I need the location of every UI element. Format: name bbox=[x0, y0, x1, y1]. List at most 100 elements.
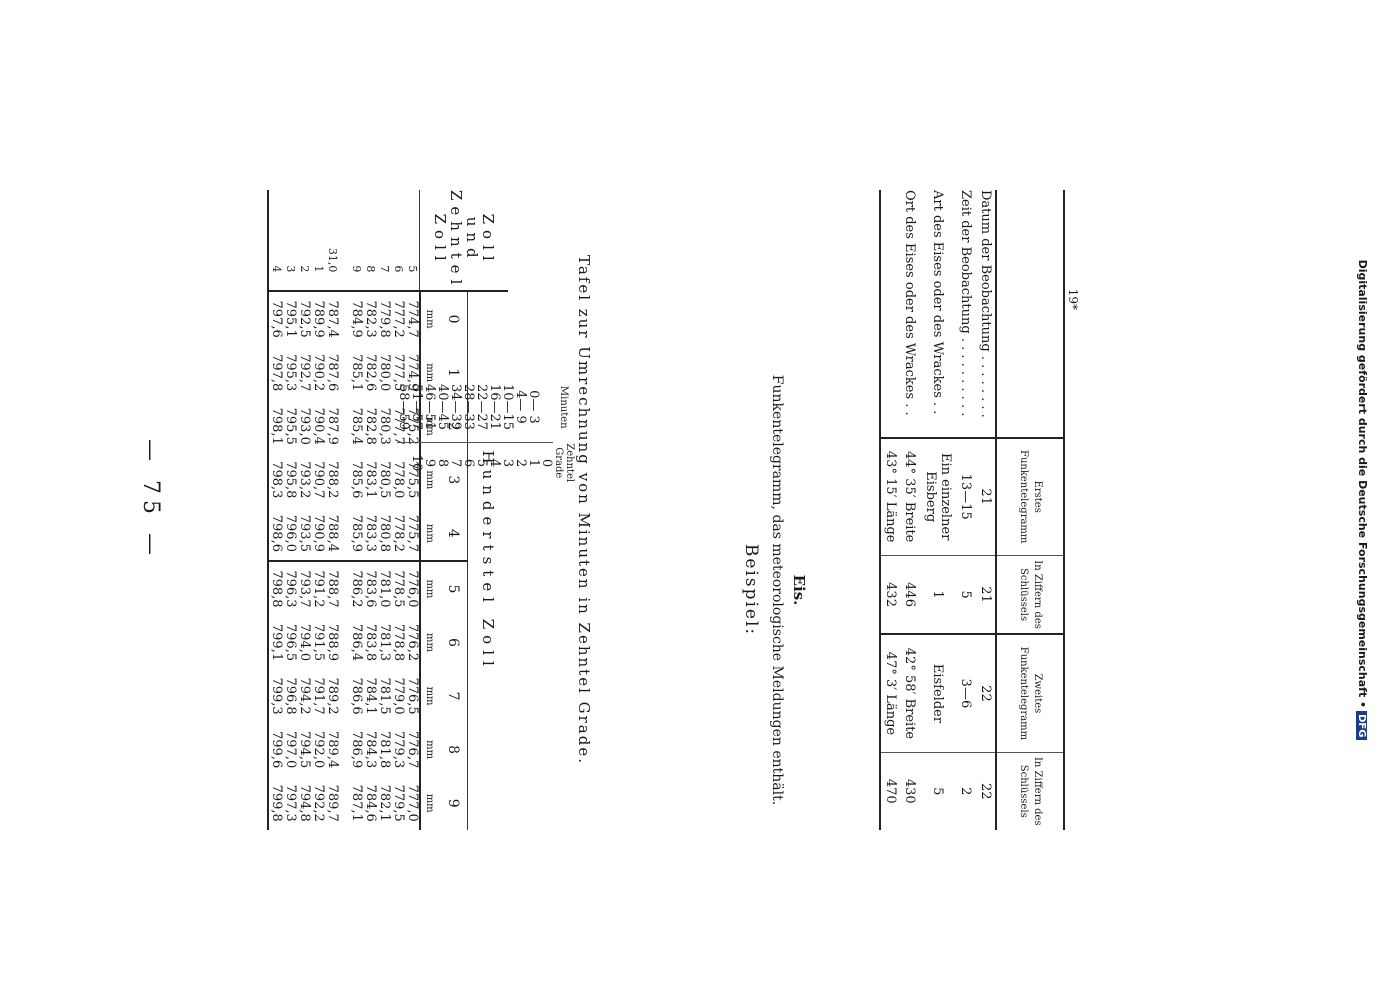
column-header: 5 bbox=[439, 561, 468, 616]
table-cell: 789,2 bbox=[325, 677, 340, 715]
tenths-cell: 3 bbox=[500, 458, 515, 468]
table-cell: 796,3 bbox=[283, 561, 298, 616]
table-cell: 792,0 bbox=[311, 731, 326, 769]
row-label: 3 bbox=[283, 190, 297, 292]
table-cell: 799,8 bbox=[268, 776, 284, 830]
example-cell: 43° 15′ Länge bbox=[880, 437, 900, 556]
row-label: Zeit der Beobachtung . . . . . . . . . . bbox=[958, 190, 974, 417]
signature-mark: 19* bbox=[1066, 288, 1080, 310]
example-cell: 5 bbox=[956, 555, 976, 635]
table-cell: 774,7 bbox=[405, 300, 420, 338]
row-label: 5 bbox=[405, 190, 420, 292]
table-cell: 778,8 bbox=[391, 623, 406, 662]
example-subtitle: Funkentelegramm, das meteorologische Mel… bbox=[769, 374, 785, 806]
table-cell: 786,6 bbox=[349, 677, 364, 715]
table-cell: 797,8 bbox=[268, 345, 284, 400]
tenths-cell: 8 bbox=[435, 458, 450, 468]
dfg-logo: DFG bbox=[1356, 711, 1367, 741]
example-cell: 13—15 bbox=[956, 437, 976, 556]
table-cell: 784,9 bbox=[349, 300, 364, 338]
row-label: 9 bbox=[349, 190, 363, 292]
tenths-cell: 5 bbox=[474, 458, 489, 468]
table-cell: 789,7 bbox=[325, 784, 340, 822]
table-cell: 798,6 bbox=[268, 506, 284, 562]
table-cell: 788,7 bbox=[325, 561, 340, 616]
example-category: Eis. bbox=[790, 574, 808, 606]
table-cell: 796,8 bbox=[283, 677, 298, 715]
table-cell: 792,2 bbox=[311, 784, 326, 822]
header-second-radiogram: Zweites Funkentelegramm bbox=[996, 634, 1064, 753]
tenths-cell: 6 bbox=[461, 458, 476, 468]
row-label: 6 bbox=[391, 190, 405, 292]
row-header: Zoll und Zehntel Zoll bbox=[420, 190, 508, 292]
table-cell: 783,1 bbox=[363, 461, 378, 499]
minutes-cell: 28—33 bbox=[461, 372, 476, 443]
column-header: 9 bbox=[445, 798, 461, 808]
table-cell: 791,5 bbox=[311, 623, 326, 662]
minutes-cell: 10—15 bbox=[500, 372, 515, 443]
tenths-cell: 0 bbox=[539, 458, 554, 468]
table-cell: 777,2 bbox=[391, 300, 406, 338]
table-cell: 793,0 bbox=[297, 407, 312, 445]
unit-label: mm bbox=[420, 669, 439, 723]
table-cell: 790,2 bbox=[311, 354, 326, 392]
minutes-cell: 0— 3 bbox=[526, 372, 541, 443]
unit-label: mm bbox=[420, 615, 439, 670]
table-cell: 776,0 bbox=[405, 561, 420, 616]
row-label: 1 bbox=[311, 190, 325, 292]
example-cell: 432 bbox=[880, 555, 900, 635]
table-cell: 788,2 bbox=[325, 461, 340, 499]
table-cell: 798,3 bbox=[268, 453, 284, 507]
table-cell: 785,1 bbox=[349, 354, 364, 392]
row-label: 4 bbox=[268, 190, 283, 292]
table-cell: 781,0 bbox=[377, 561, 392, 616]
unit-label: mm bbox=[420, 291, 439, 346]
example-cell: 21 bbox=[976, 555, 996, 635]
table-cell: 789,4 bbox=[325, 731, 340, 769]
table-cell: 797,6 bbox=[268, 291, 284, 346]
example-cell: 470 bbox=[880, 752, 900, 830]
example-cell: 22 bbox=[976, 634, 996, 753]
table-cell: 780,5 bbox=[377, 461, 392, 499]
example-cell: 1 bbox=[920, 555, 956, 635]
minutes-cell: 22—27 bbox=[474, 372, 489, 443]
table-cell: 778,2 bbox=[391, 514, 406, 552]
table-cell: 791,2 bbox=[311, 561, 326, 616]
row-label: 7 bbox=[377, 190, 391, 292]
table-cell: 781,5 bbox=[377, 677, 392, 715]
row-label: Datum der Beobachtung . . . . . . . . bbox=[978, 190, 993, 418]
table-cell: 778,5 bbox=[391, 561, 406, 616]
conversion-row: 22—27 5 bbox=[474, 372, 489, 483]
table-cell: 784,1 bbox=[363, 677, 378, 715]
example-cell: 47° 3′ Länge bbox=[880, 634, 900, 753]
table-cell: 796,5 bbox=[283, 623, 298, 662]
table-cell: 792,7 bbox=[297, 354, 312, 392]
table-cell: 790,9 bbox=[311, 514, 326, 552]
table-cell: 782,1 bbox=[377, 784, 392, 822]
table-cell: 782,8 bbox=[363, 407, 378, 445]
minutes-cell: 4— 9 bbox=[513, 372, 528, 443]
example-cell: 42° 58′ Breite bbox=[900, 634, 920, 753]
table-cell: 783,6 bbox=[363, 561, 378, 616]
example-cell: 3—6 bbox=[956, 634, 976, 753]
example-cell: Eisfelder bbox=[920, 634, 956, 753]
table-cell: 794,8 bbox=[297, 784, 312, 822]
digitization-credit: Digitalisierung gefördert durch die Deut… bbox=[1356, 10, 1369, 990]
table-cell: 790,4 bbox=[311, 407, 326, 445]
table-cell: 781,3 bbox=[377, 623, 392, 662]
page-number: — 75 — bbox=[138, 439, 163, 561]
table-cell: 783,8 bbox=[363, 623, 378, 662]
tenths-cell: 9 bbox=[422, 458, 437, 468]
table-cell: 780,0 bbox=[377, 354, 392, 392]
table-cell: 776,7 bbox=[405, 731, 420, 769]
